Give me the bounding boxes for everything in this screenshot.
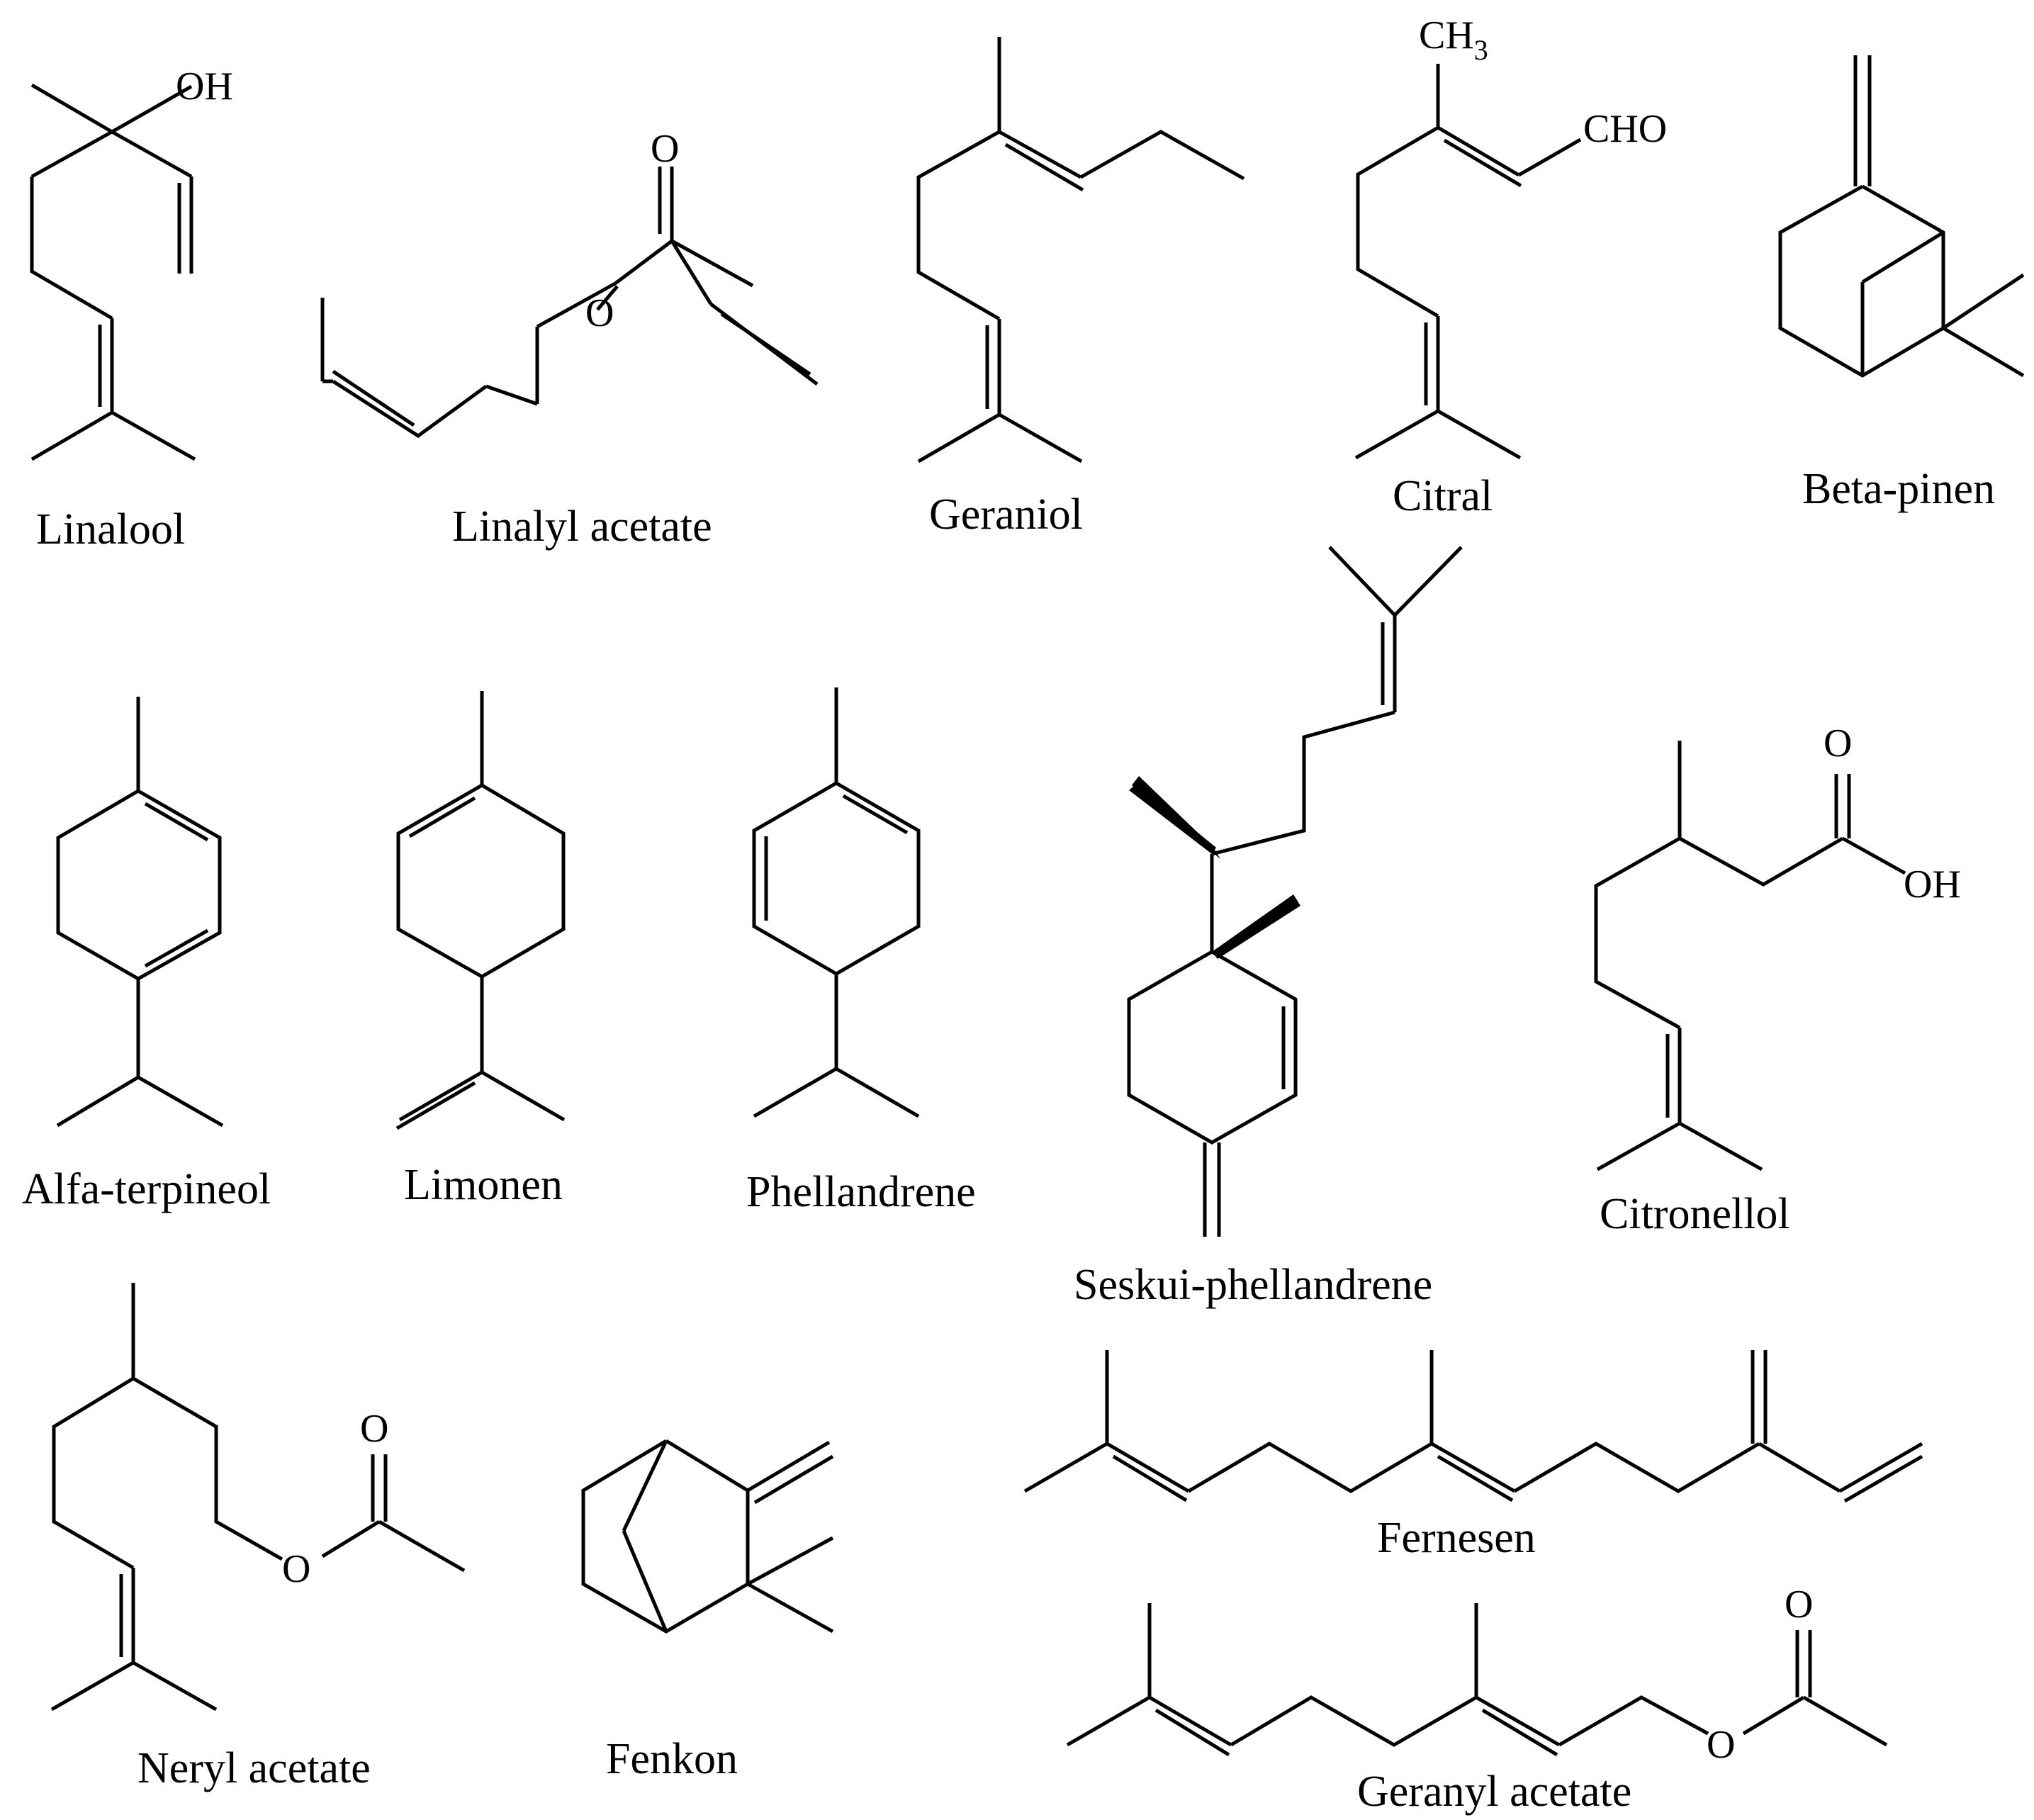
seskui-phellandrene-structure: Seskui-phellandrene — [1074, 546, 1463, 1309]
limonen-label: Limonen — [404, 1161, 563, 1209]
fernesen-label: Fernesen — [1377, 1514, 1536, 1562]
linalyl-acetate-carbonyl-o: O — [651, 127, 679, 171]
citral-structure: CH3 CHO Citral — [1354, 13, 1667, 520]
alfa-terpineol-label: Alfa-terpineol — [22, 1165, 271, 1213]
phellandrene-label: Phellandrene — [746, 1168, 976, 1216]
fernesen-structure: Fernesen — [1023, 1350, 1923, 1562]
alfa-terpineol-structure: Alfa-terpineol — [22, 697, 271, 1213]
citronellol-label: Citronellol — [1600, 1190, 1790, 1238]
linalool-structure: OH Linalool — [30, 64, 233, 554]
neryl-acetate-ester-o: O — [282, 1547, 310, 1591]
citral-label: Citral — [1393, 472, 1493, 520]
neryl-acetate-label: Neryl acetate — [137, 1744, 371, 1792]
beta-pinen-label: Beta-pinen — [1802, 465, 1995, 513]
geranyl-acetate-label: Geranyl acetate — [1357, 1768, 1631, 1816]
linalool-label: Linalool — [36, 505, 185, 554]
geraniol-label: Geraniol — [929, 490, 1083, 539]
geranyl-acetate-structure: O O Geranyl acetate — [1066, 1583, 1888, 1816]
seskui-phellandrene-label: Seskui-phellandrene — [1074, 1261, 1432, 1309]
citronellol-carbonyl-o: O — [1824, 721, 1852, 765]
citral-ch3-atom: CH3 — [1419, 13, 1488, 66]
geranyl-acetate-carbonyl-o: O — [1785, 1583, 1813, 1627]
fenkon-structure: Fenkon — [581, 1439, 834, 1783]
neryl-acetate-structure: O O Neryl acetate — [50, 1283, 466, 1792]
linalyl-acetate-label: Linalyl acetate — [452, 502, 712, 551]
geranyl-acetate-ester-o: O — [1707, 1723, 1735, 1767]
citronellol-oh-atom: OH — [1904, 863, 1961, 906]
citronellol-structure: O OH Citronellol — [1594, 721, 1961, 1238]
citral-cho-atom: CHO — [1583, 107, 1667, 151]
geraniol-structure: Geraniol — [916, 37, 1245, 539]
fenkon-label: Fenkon — [606, 1735, 738, 1783]
linalyl-acetate-ester-o: O — [585, 291, 614, 335]
linalool-oh-atom: OH — [176, 64, 233, 108]
neryl-acetate-carbonyl-o: O — [360, 1407, 388, 1451]
beta-pinen-structure: Beta-pinen — [1778, 55, 2025, 513]
linalyl-acetate-structure: O O Linalyl acetate — [320, 127, 819, 551]
phellandrene-structure: Phellandrene — [746, 687, 976, 1216]
limonen-structure: Limonen — [395, 691, 566, 1209]
